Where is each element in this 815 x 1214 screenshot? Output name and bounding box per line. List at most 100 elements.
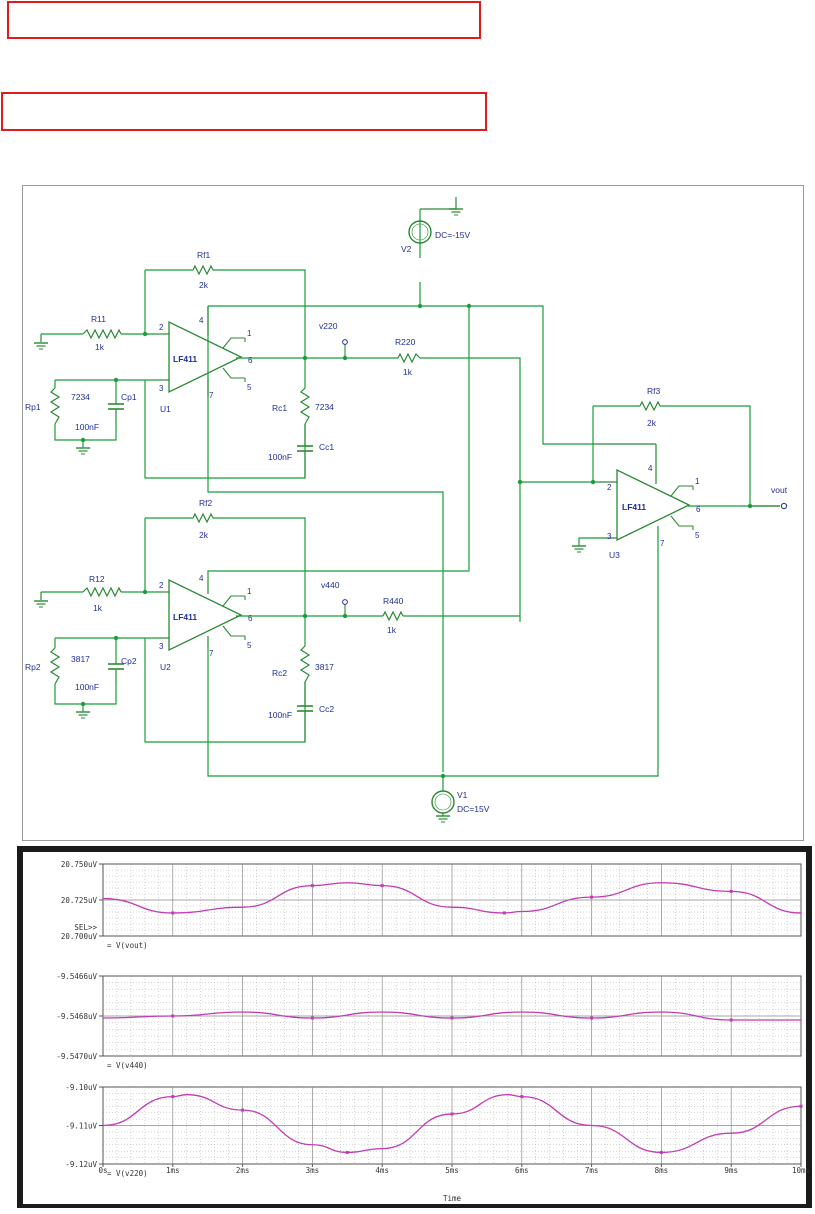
svg-text:7: 7 [209, 391, 214, 400]
svg-text:V2: V2 [401, 244, 412, 254]
svg-text:Cc1: Cc1 [319, 442, 334, 452]
svg-text:4: 4 [199, 316, 204, 325]
svg-text:100nF: 100nF [268, 452, 292, 462]
svg-text:1: 1 [247, 587, 252, 596]
svg-text:DC=-15V: DC=-15V [435, 230, 471, 240]
svg-text:6: 6 [696, 505, 701, 514]
svg-text:2k: 2k [199, 280, 209, 290]
svg-text:Rf2: Rf2 [199, 498, 213, 508]
ground-symbols [33, 197, 587, 823]
svg-text:7234: 7234 [71, 392, 90, 402]
svg-text:Rp1: Rp1 [25, 402, 41, 412]
trace-marker [590, 1016, 594, 1020]
svg-text:1k: 1k [93, 603, 103, 613]
trace-marker [659, 1150, 663, 1154]
y-tick-label: -9.11uV [65, 1122, 97, 1131]
voltage-source-v1: V1 DC=15V [431, 790, 490, 816]
x-tick-label: 6ms [515, 1166, 529, 1175]
svg-text:6: 6 [248, 356, 253, 365]
trace-marker [241, 1108, 245, 1112]
svg-text:3: 3 [159, 642, 164, 651]
svg-text:100nF: 100nF [75, 422, 99, 432]
svg-text:R440: R440 [383, 596, 404, 606]
svg-text:LF411: LF411 [173, 354, 197, 364]
svg-text:3817: 3817 [71, 654, 90, 664]
x-tick-label: 4ms [375, 1166, 389, 1175]
svg-text:R220: R220 [395, 337, 416, 347]
opamp-u2: LF411 U2 2 3 4 7 6 1 5 [158, 574, 253, 672]
svg-text:5: 5 [695, 531, 700, 540]
svg-text:7: 7 [209, 649, 214, 658]
svg-text:Cp2: Cp2 [121, 656, 137, 666]
svg-text:R11: R11 [91, 314, 106, 324]
svg-text:5: 5 [247, 641, 252, 650]
svg-text:DC=15V: DC=15V [457, 804, 490, 814]
x-tick-label: 8ms [655, 1166, 669, 1175]
svg-text:7234: 7234 [315, 402, 334, 412]
trace-legend-label: = V(vout) [107, 941, 148, 950]
svg-text:2: 2 [159, 323, 164, 332]
x-tick-label: 5ms [445, 1166, 459, 1175]
y-tick-label: -9.5468uV [56, 1012, 97, 1021]
trace-marker [310, 1016, 314, 1020]
svg-text:v440: v440 [321, 580, 340, 590]
svg-text:1k: 1k [387, 625, 397, 635]
trace-marker [450, 1016, 454, 1020]
svg-text:2: 2 [607, 483, 612, 492]
net-labels: v220 v440 vout [319, 321, 788, 616]
x-tick-label: 3ms [306, 1166, 320, 1175]
junction-dots [80, 303, 753, 779]
svg-text:3: 3 [159, 384, 164, 393]
y-tick-label: -9.10uV [65, 1083, 97, 1092]
capacitor-symbols [108, 403, 313, 742]
red-outline-box-1 [7, 1, 481, 39]
trace-marker [502, 911, 506, 915]
red-outline-box-2 [1, 92, 487, 131]
trace-marker [729, 1018, 733, 1022]
svg-text:1k: 1k [95, 342, 105, 352]
y-tick-label: -9.5470uV [56, 1052, 97, 1061]
svg-text:R12: R12 [89, 574, 105, 584]
y-tick-label: 20.700uV [61, 932, 98, 941]
trace-marker [450, 1112, 454, 1116]
svg-text:100nF: 100nF [268, 710, 292, 720]
trace-legend-label: = V(v440) [107, 1061, 148, 1070]
trace-marker [310, 884, 314, 888]
trace-marker [380, 884, 384, 888]
svg-text:U1: U1 [160, 404, 171, 414]
svg-text:v220: v220 [319, 321, 338, 331]
svg-text:Rc1: Rc1 [272, 403, 287, 413]
svg-text:2k: 2k [647, 418, 657, 428]
trace-marker [590, 895, 594, 899]
y-tick-label: 20.725uV [61, 896, 98, 905]
voltage-source-v2: V2 DC=-15V [401, 220, 471, 254]
svg-text:2: 2 [159, 581, 164, 590]
trace-legend-label: = V(v220) [107, 1169, 148, 1178]
svg-text:4: 4 [199, 574, 204, 583]
svg-text:Rp2: Rp2 [25, 662, 41, 672]
svg-text:1k: 1k [403, 367, 413, 377]
x-tick-label: 10ms [792, 1166, 810, 1175]
svg-text:6: 6 [248, 614, 253, 623]
svg-text:3817: 3817 [315, 662, 334, 672]
svg-text:3: 3 [607, 532, 612, 541]
x-tick-label: 9ms [724, 1166, 738, 1175]
svg-text:Rc2: Rc2 [272, 668, 287, 678]
trace-marker [799, 1104, 803, 1108]
trace-vvout [102, 882, 802, 914]
trace-marker [729, 889, 733, 893]
svg-text:Rf3: Rf3 [647, 386, 661, 396]
trace-marker [520, 1095, 524, 1099]
circuit-wires [41, 209, 780, 791]
svg-text:5: 5 [247, 383, 252, 392]
y-tick-label: -9.12uV [65, 1160, 97, 1169]
x-tick-label: 0s [98, 1166, 107, 1175]
svg-text:vout: vout [771, 485, 788, 495]
opamp-u3: LF411 U3 2 3 4 7 6 1 5 [593, 443, 701, 560]
